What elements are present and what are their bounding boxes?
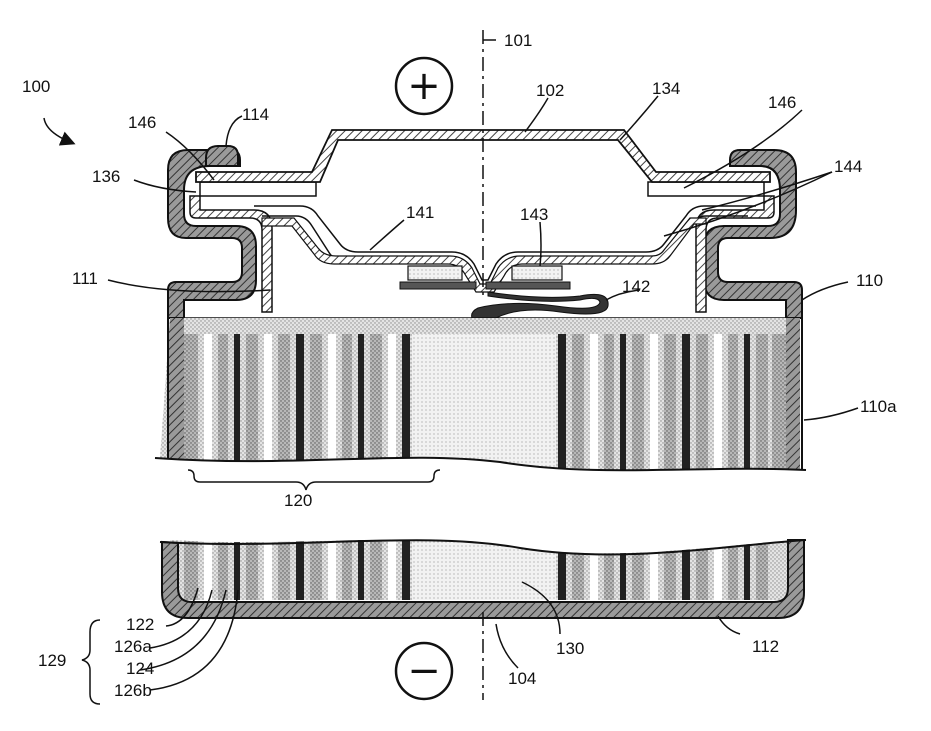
label-104: 104 bbox=[508, 669, 536, 688]
label-130: 130 bbox=[556, 639, 584, 658]
label-100: 100 bbox=[22, 77, 50, 96]
negative-sign: − bbox=[407, 648, 441, 694]
electrode-stack-bottom bbox=[160, 530, 810, 618]
vent-layer-144-inner bbox=[262, 216, 748, 290]
label-126a: 126a bbox=[114, 637, 152, 656]
electrode-stack-top bbox=[160, 318, 810, 494]
label-110a: 110a bbox=[860, 397, 897, 416]
label-102: 102 bbox=[536, 81, 564, 100]
component-143-left bbox=[408, 266, 462, 280]
label-144: 144 bbox=[834, 157, 862, 176]
label-136: 136 bbox=[92, 167, 120, 186]
label-110: 110 bbox=[856, 271, 883, 290]
label-101: 101 bbox=[504, 31, 532, 50]
label-141: 141 bbox=[406, 203, 434, 222]
label-122: 122 bbox=[126, 615, 154, 634]
label-124: 124 bbox=[126, 659, 154, 678]
label-129: 129 bbox=[38, 651, 66, 670]
label-120: 120 bbox=[284, 491, 312, 510]
label-114: 114 bbox=[242, 105, 269, 124]
label-143: 143 bbox=[520, 205, 548, 224]
ptc-ring-146-left bbox=[200, 182, 316, 196]
label-142: 142 bbox=[622, 277, 650, 296]
label-146-left: 146 bbox=[128, 113, 156, 132]
label-134: 134 bbox=[652, 79, 680, 98]
gasket-136 bbox=[190, 196, 774, 312]
label-146-right: 146 bbox=[768, 93, 796, 112]
plate-left bbox=[400, 282, 476, 289]
crimp-114 bbox=[206, 146, 238, 166]
label-126b: 126b bbox=[114, 681, 152, 700]
positive-sign: + bbox=[407, 63, 441, 109]
ptc-ring-146-right bbox=[648, 182, 764, 196]
tab-142 bbox=[472, 292, 609, 318]
component-143-right bbox=[512, 266, 562, 280]
label-112: 112 bbox=[752, 637, 779, 656]
plate-right bbox=[486, 282, 570, 289]
label-111: 111 bbox=[72, 269, 98, 288]
